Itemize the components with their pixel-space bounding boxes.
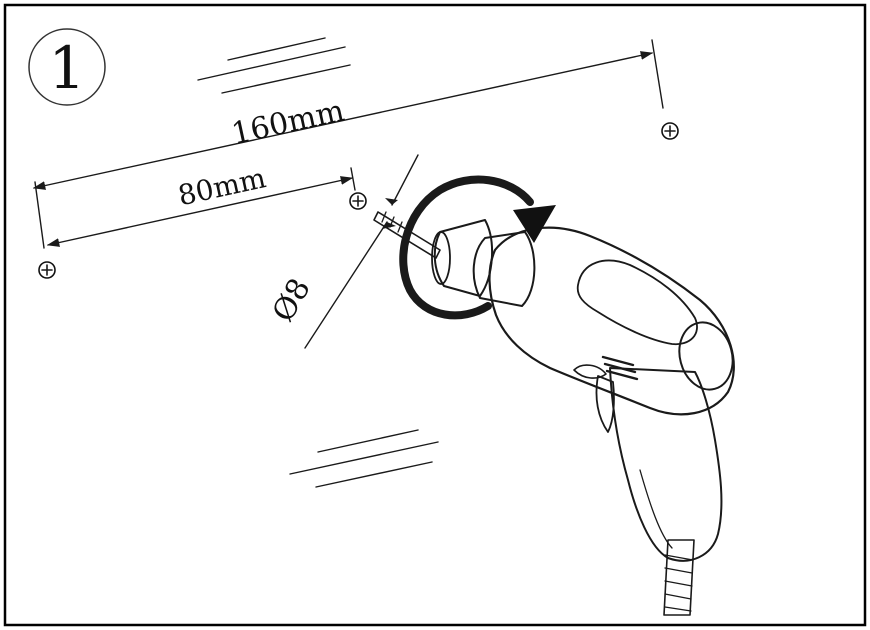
drill-chuck xyxy=(433,219,494,297)
rotation-arrow-icon xyxy=(399,175,556,320)
drill-cable xyxy=(663,539,695,616)
drill-body xyxy=(488,226,735,416)
drill-trigger[interactable] xyxy=(595,375,615,433)
drill-vents xyxy=(601,355,639,381)
screw-hole-icon xyxy=(38,261,56,279)
drill-chuck-collar xyxy=(472,231,536,307)
screw-hole-icon xyxy=(661,122,679,140)
screw-hole-icon xyxy=(349,192,367,210)
step-badge: 1 xyxy=(28,28,106,106)
wall-hatch-bottom xyxy=(289,429,439,488)
step-number: 1 xyxy=(49,34,86,102)
drill-bit xyxy=(373,211,441,259)
power-drill-icon xyxy=(373,211,735,616)
drill-handle xyxy=(609,367,723,562)
